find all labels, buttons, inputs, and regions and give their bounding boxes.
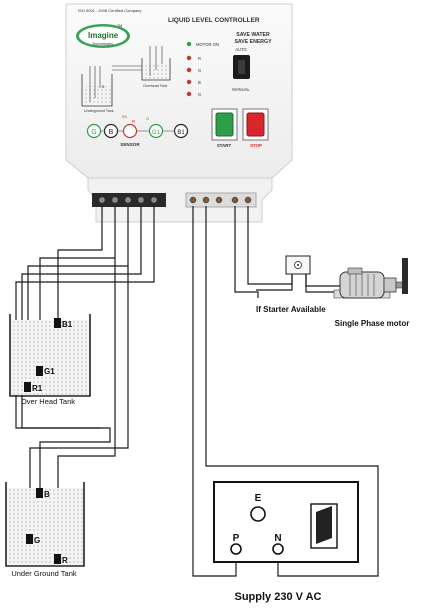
start-label: START — [217, 143, 232, 148]
led-label-b: B — [198, 80, 201, 85]
mode-auto-label: AUTO — [235, 47, 247, 52]
sensor-terminal-g-label: G — [91, 129, 96, 136]
single-phase-motor — [333, 258, 408, 299]
socket-e-label: E — [255, 493, 262, 504]
controller-title: LIQUID LEVEL CONTROLLER — [168, 17, 260, 24]
electrode-r1-label: R1 — [32, 384, 43, 393]
overhead-tank-label: Over Head Tank — [21, 397, 75, 406]
socket-phase-pin — [230, 543, 242, 555]
iso-text: ISO 9001 : 2008 Certified Company — [78, 8, 141, 13]
mini-r1-label: R1 — [122, 114, 128, 119]
electrode-r — [54, 554, 61, 564]
motor-on-led — [186, 41, 192, 47]
brand-subtitle: Technologies — [92, 42, 113, 46]
electrode-b — [36, 488, 43, 498]
electrode-g1-label: G1 — [44, 367, 55, 376]
electrode-b-label: B — [44, 490, 50, 499]
level-led-g2 — [186, 91, 192, 97]
electrode-b1 — [54, 318, 61, 328]
mode-manual-label: MANUAL — [232, 87, 250, 92]
stop-label: STOP — [250, 143, 262, 148]
underground-tank-label: Under Ground Tank — [11, 569, 77, 578]
led-label-motor-on: MOTOR ON — [196, 42, 219, 47]
slogan-line-1: SAVE WATER — [236, 32, 270, 38]
sensor-terminal-b-label: B — [109, 129, 114, 136]
sensor-terminal-r-label: R — [132, 119, 135, 124]
socket-neutral-pin — [272, 543, 284, 555]
supply-label: Supply 230 V AC — [234, 591, 321, 603]
power-wires — [192, 206, 379, 577]
mini-overhead-tank: Overhead Tank R1 G — [112, 46, 171, 121]
level-led-b — [186, 79, 192, 85]
slogan-line-2: SAVE ENERGY — [234, 39, 272, 45]
mini-underground-label: Underground Tank — [84, 109, 114, 113]
mini-b-label: B — [102, 85, 105, 89]
electrode-b1-label: B1 — [62, 320, 73, 329]
level-led-r — [186, 55, 192, 61]
mini-g-label: G — [146, 116, 149, 121]
sensor-terminals: G B R G1 B1 SENSOR — [86, 119, 189, 147]
starter-label: If Starter Available — [256, 305, 326, 314]
trademark: TM — [117, 24, 122, 28]
level-led-g — [186, 67, 192, 73]
mini-underground-tank: B Underground Tank — [81, 66, 114, 113]
led-label-g2: G — [198, 92, 201, 97]
brand-logo: Imagine Technologies TM — [76, 24, 130, 48]
socket-n-label: N — [274, 533, 281, 544]
electrode-g1 — [36, 366, 43, 376]
electrode-g-label: G — [34, 536, 40, 545]
sensor-terminal-r — [122, 123, 138, 139]
motor-label: Single Phase motor — [335, 319, 410, 328]
electrode-r1 — [24, 382, 31, 392]
socket-earth-pin — [250, 506, 266, 522]
supply-socket-board: E P N — [213, 481, 359, 563]
overhead-tank: B1 G1 R1 Over Head Tank — [9, 314, 91, 406]
sensor-label: SENSOR — [120, 142, 140, 147]
sensor-terminal-g1-label: G1 — [152, 130, 161, 136]
brand-name: Imagine — [88, 31, 119, 40]
start-button[interactable] — [215, 112, 234, 137]
mini-overhead-label: Overhead Tank — [143, 84, 168, 88]
stop-button[interactable] — [246, 112, 265, 137]
indicator-leds: MOTOR ON R G B G — [186, 41, 219, 97]
led-label-r: R — [198, 56, 201, 61]
starter-box — [285, 255, 311, 275]
controller-unit: ISO 9001 : 2008 Certified Company LIQUID… — [65, 3, 293, 223]
electrode-r-label: R — [62, 556, 68, 565]
electrode-g — [26, 534, 33, 544]
socket-p-label: P — [233, 533, 240, 544]
underground-tank: B G R Under Ground Tank — [5, 482, 85, 578]
led-label-g: G — [198, 68, 201, 73]
sensor-terminal-b1-label: B1 — [177, 130, 185, 136]
